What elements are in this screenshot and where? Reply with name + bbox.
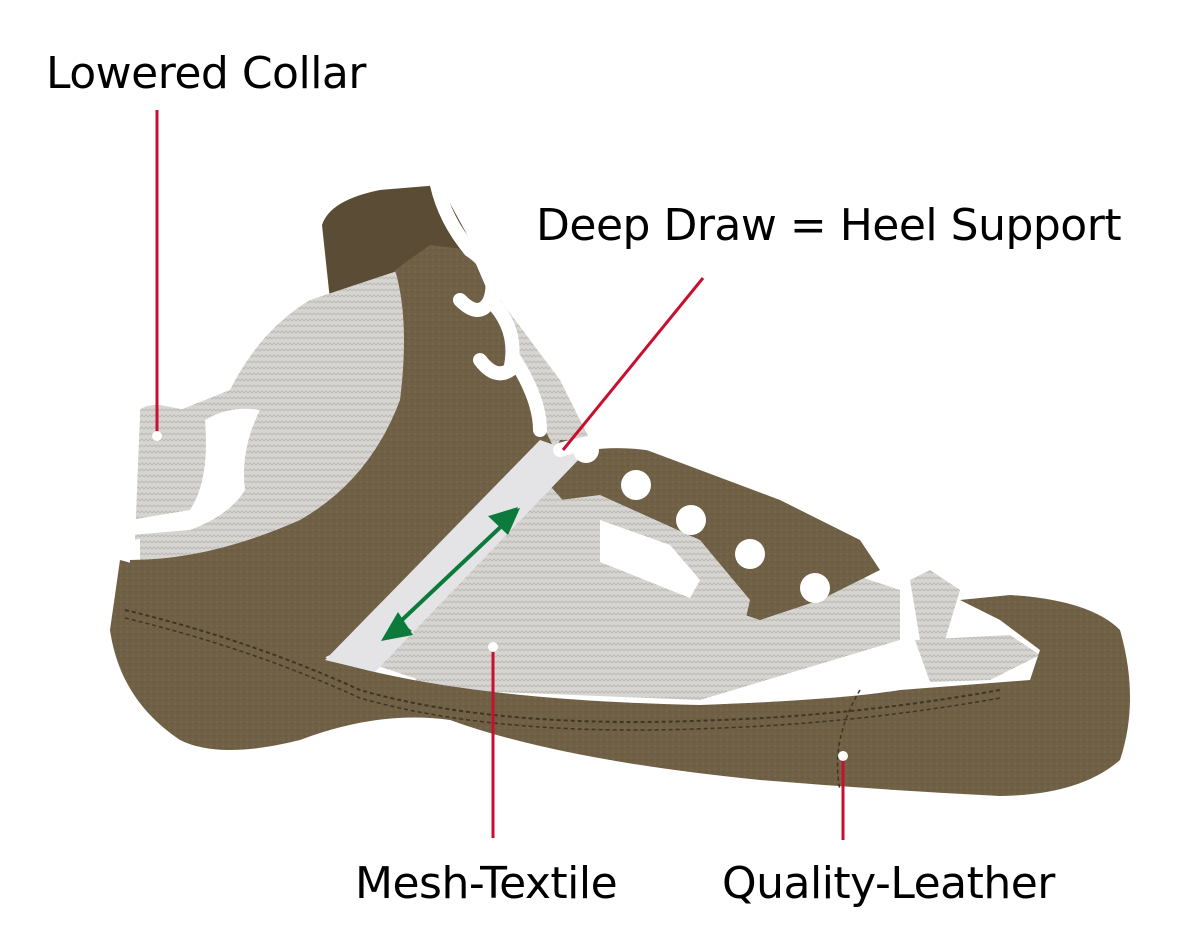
leader-lines [155, 110, 845, 840]
stitching [124, 609, 1001, 723]
heel-support-arrow [381, 507, 520, 641]
leader-line-deep-draw [561, 277, 705, 451]
leader-dot-mesh [488, 642, 498, 652]
heel-strip [325, 440, 583, 672]
mudguard [110, 560, 1130, 796]
label-lowered-collar: Lowered Collar [46, 48, 366, 99]
brand-tab [600, 520, 700, 598]
label-quality-leather: Quality-Leather [722, 858, 1055, 909]
lace-eyelets [573, 437, 830, 603]
toe-mesh-2 [915, 635, 1040, 682]
label-mesh-textile: Mesh-Textile [355, 858, 618, 909]
collar-padding [130, 408, 260, 535]
leader-dot-leather [838, 751, 848, 761]
leader-dot-collar [152, 431, 162, 441]
toe-mesh-1 [910, 570, 960, 640]
label-deep-draw-heel-support: Deep Draw = Heel Support [536, 200, 1122, 251]
leader-dots [152, 431, 848, 761]
